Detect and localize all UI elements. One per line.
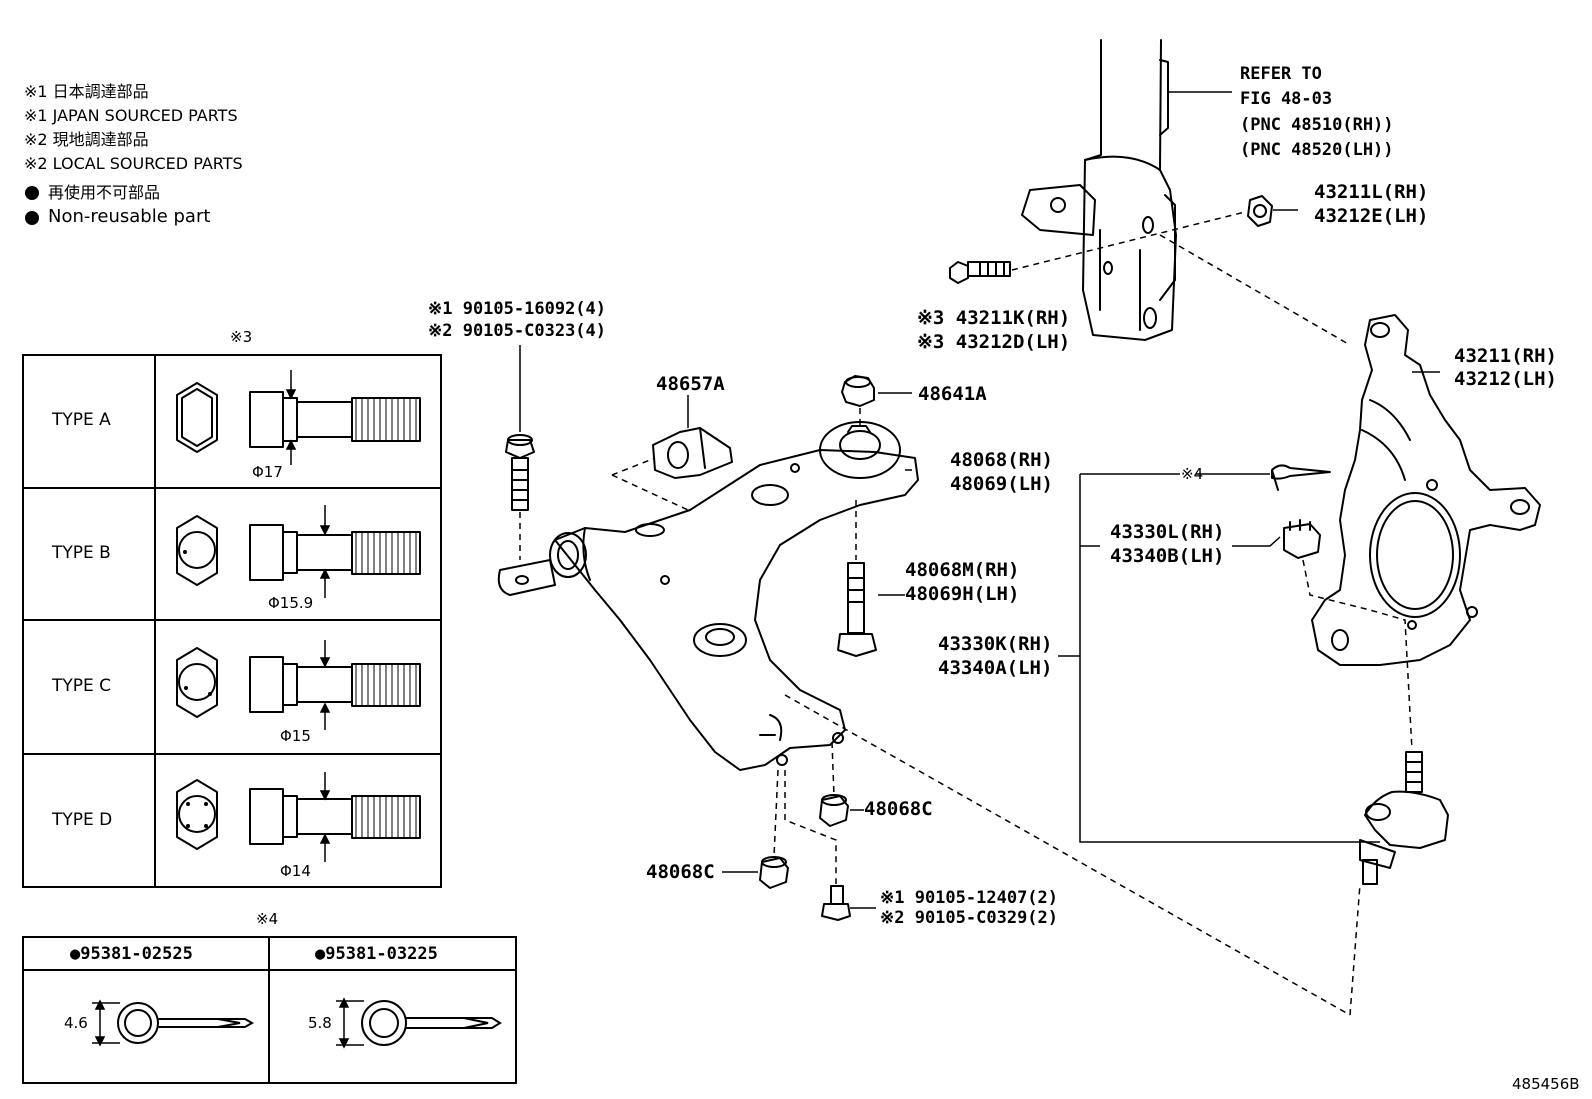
refer-line-4: (PNC 48520(LH))	[1240, 140, 1394, 160]
note2-en: ※2 LOCAL SOURCED PARTS	[24, 154, 243, 173]
label-43330K[interactable]: 43330K(RH)	[938, 633, 1053, 655]
label-43212E[interactable]: 43212E(LH)	[1314, 205, 1429, 227]
label-48068M[interactable]: 48068M(RH)	[905, 559, 1020, 581]
table4-title: ※4	[256, 910, 279, 928]
label-bolt-C0323[interactable]: ※2 90105-C0323(4)	[428, 321, 607, 341]
cotter-pin-dim-2: 5.8	[308, 1014, 332, 1032]
refer-line-2: FIG 48-03	[1240, 89, 1333, 109]
label-48069H[interactable]: 48069H(LH)	[905, 583, 1020, 605]
label-48068[interactable]: 48068(RH)	[950, 449, 1053, 471]
label-48657A[interactable]: 48657A	[656, 373, 725, 395]
label-43212D[interactable]: ※3 43212D(LH)	[917, 331, 1071, 353]
cotter-pin-part-1: ●95381-02525	[70, 944, 193, 964]
refer-line-1: REFER TO	[1240, 64, 1322, 84]
label-43330L[interactable]: 43330L(RH)	[1110, 521, 1225, 543]
label-bolt-16092[interactable]: ※1 90105-16092(4)	[428, 299, 607, 319]
type-c-label: TYPE C	[52, 676, 112, 696]
strut-nut	[1247, 195, 1273, 227]
type-a-bolt	[176, 382, 421, 453]
type-a-dim: Φ17	[252, 463, 283, 481]
label-x4: ※4	[1181, 465, 1204, 483]
label-bolt-C0329[interactable]: ※2 90105-C0329(2)	[880, 908, 1059, 928]
nut-48641a	[841, 375, 875, 407]
label-43340A[interactable]: 43340A(LH)	[938, 657, 1053, 679]
bracket-48657a	[652, 427, 733, 479]
table3-title: ※3	[230, 328, 253, 346]
lower-control-arm	[497, 421, 919, 771]
cotter-pin-small	[117, 1002, 255, 1044]
label-48068C-b[interactable]: 48068C	[646, 861, 715, 883]
steering-knuckle	[1311, 314, 1541, 666]
type-c-dim: Φ15	[280, 727, 311, 745]
label-bolt-12407[interactable]: ※1 90105-12407(2)	[880, 888, 1059, 908]
label-48068C-a[interactable]: 48068C	[864, 798, 933, 820]
strut-assembly	[1021, 39, 1177, 341]
bolt-90105-12407	[821, 885, 851, 921]
label-43211K[interactable]: ※3 43211K(RH)	[917, 307, 1071, 329]
type-c-bolt	[176, 647, 421, 718]
refer-line-3: (PNC 48510(RH))	[1240, 115, 1394, 135]
nonreuse-en: Non-reusable part	[48, 206, 211, 227]
type-b-label: TYPE B	[52, 543, 111, 563]
nonreuse-jp: 再使用不可部品	[48, 183, 161, 202]
cotter-pin-part-2: ●95381-03225	[315, 944, 438, 964]
type-d-dim: Φ14	[280, 862, 311, 880]
label-43212[interactable]: 43212(LH)	[1454, 368, 1557, 390]
label-43211L[interactable]: 43211L(RH)	[1314, 181, 1429, 203]
cotter-pin-large	[361, 1000, 502, 1046]
type-d-label: TYPE D	[52, 810, 113, 830]
castle-nut	[1283, 519, 1321, 559]
bolt-48068m	[837, 562, 877, 657]
nut-48068c-a	[819, 794, 849, 827]
label-48641A[interactable]: 48641A	[918, 383, 987, 405]
note1-en: ※1 JAPAN SOURCED PARTS	[24, 106, 238, 125]
bolt-90105-16092	[505, 434, 535, 511]
ball-joint	[1359, 751, 1449, 885]
label-48069[interactable]: 48069(LH)	[950, 473, 1053, 495]
cotter-pin	[1271, 464, 1331, 491]
type-b-dim: Φ15.9	[268, 594, 314, 612]
note2-jp: ※2 現地調達部品	[24, 130, 149, 149]
label-43211[interactable]: 43211(RH)	[1454, 345, 1557, 367]
type-b-bolt	[176, 515, 421, 586]
nut-48068c-b	[759, 856, 789, 889]
type-d-bolt	[176, 779, 421, 850]
label-43340B[interactable]: 43340B(LH)	[1110, 545, 1225, 567]
strut-bolt	[949, 261, 1011, 284]
figure-number: 485456B	[1512, 1075, 1580, 1093]
type-a-label: TYPE A	[52, 410, 111, 430]
note1-jp: ※1 日本調達部品	[24, 82, 149, 101]
cotter-pin-dim-1: 4.6	[64, 1014, 88, 1032]
